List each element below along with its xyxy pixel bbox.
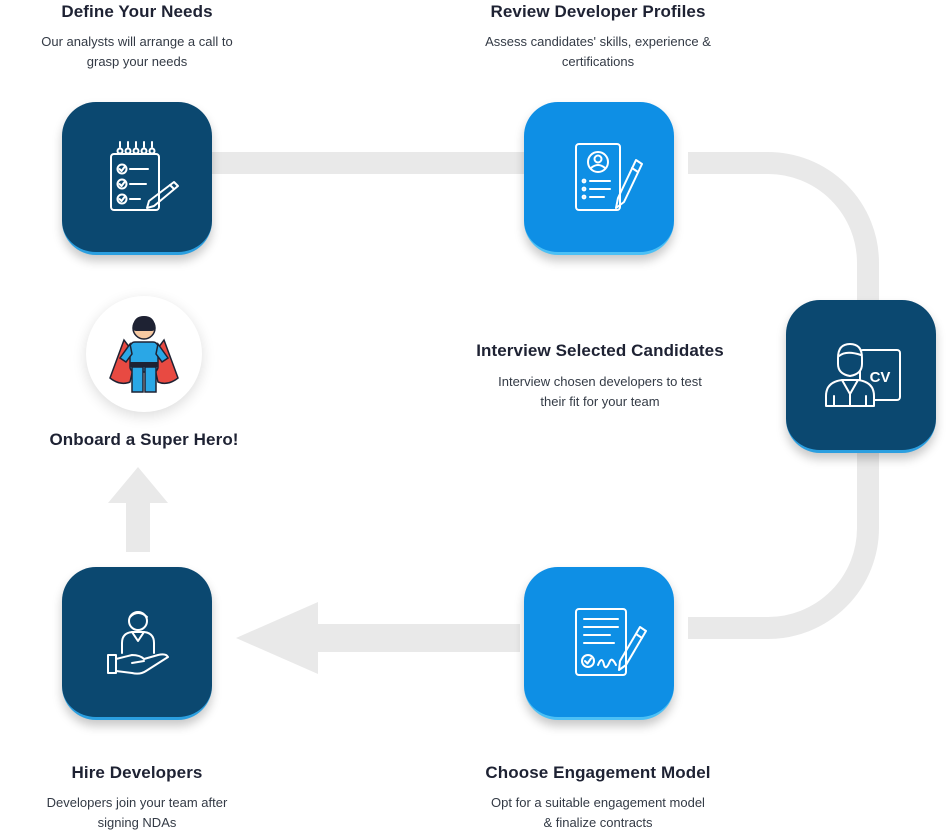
step-interview-title: Interview Selected Candidates: [476, 341, 724, 360]
superhero-icon: [109, 316, 179, 393]
hero-mask: [133, 325, 155, 331]
step-interview-desc-line-1: Interview chosen developers to test: [498, 374, 702, 389]
step-define-desc-line-2: grasp your needs: [86, 54, 188, 69]
step-review-desc-line-2: certifications: [561, 54, 635, 69]
hero-arm-left: [118, 342, 133, 364]
step-interview-card: CV: [786, 300, 936, 453]
step-interview-desc-line-2: their fit for your team: [540, 394, 660, 409]
hero-arm-right: [155, 342, 170, 364]
step-engage-desc-line-1: Opt for a suitable engagement model: [491, 795, 705, 810]
step-define-title: Define Your Needs: [61, 2, 213, 21]
step-hire-card: [62, 567, 212, 720]
profile-document-pencil-icon: [575, 143, 643, 211]
step-hire-desc-line-1: Developers join your team after: [46, 795, 228, 810]
arrow-left: [236, 602, 520, 674]
step-review-card: [524, 102, 674, 255]
candidate-cv-icon: CV: [825, 343, 901, 407]
step-define-desc-line-1: Our analysts will arrange a call to: [41, 34, 233, 49]
checklist-pencil-icon: [110, 141, 179, 211]
onboard-title: Onboard a Super Hero!: [49, 430, 239, 449]
step-define-card: [62, 102, 212, 255]
step-review-title: Review Developer Profiles: [490, 2, 706, 21]
hero-leg-left: [131, 366, 144, 393]
step-engage-desc: Opt for a suitable engagement model & fi…: [438, 793, 758, 833]
step-interview-desc: Interview chosen developers to test thei…: [430, 372, 770, 412]
arrow-up: [108, 467, 168, 552]
step-review-desc: Assess candidates' skills, experience & …: [438, 32, 758, 72]
step-hire-desc: Developers join your team after signing …: [0, 793, 274, 833]
superhero-badge: [86, 296, 202, 412]
cv-label: CV: [870, 369, 891, 386]
hand-developer-icon: [107, 611, 169, 675]
step-hire-title: Hire Developers: [71, 763, 203, 782]
step-engage-card: [524, 567, 674, 720]
hero-leg-right: [144, 366, 157, 393]
step-hire-desc-line-2: signing NDAs: [97, 815, 177, 830]
step-engage-title: Choose Engagement Model: [485, 763, 711, 782]
contract-signature-icon: [575, 608, 647, 676]
path-segment-top: [200, 152, 540, 174]
step-engage-desc-line-2: & finalize contracts: [543, 815, 653, 830]
hero-belt: [130, 362, 158, 367]
hero-hair: [133, 316, 155, 326]
step-define-desc: Our analysts will arrange a call to gras…: [0, 32, 274, 72]
step-review-desc-line-1: Assess candidates' skills, experience &: [485, 34, 711, 49]
